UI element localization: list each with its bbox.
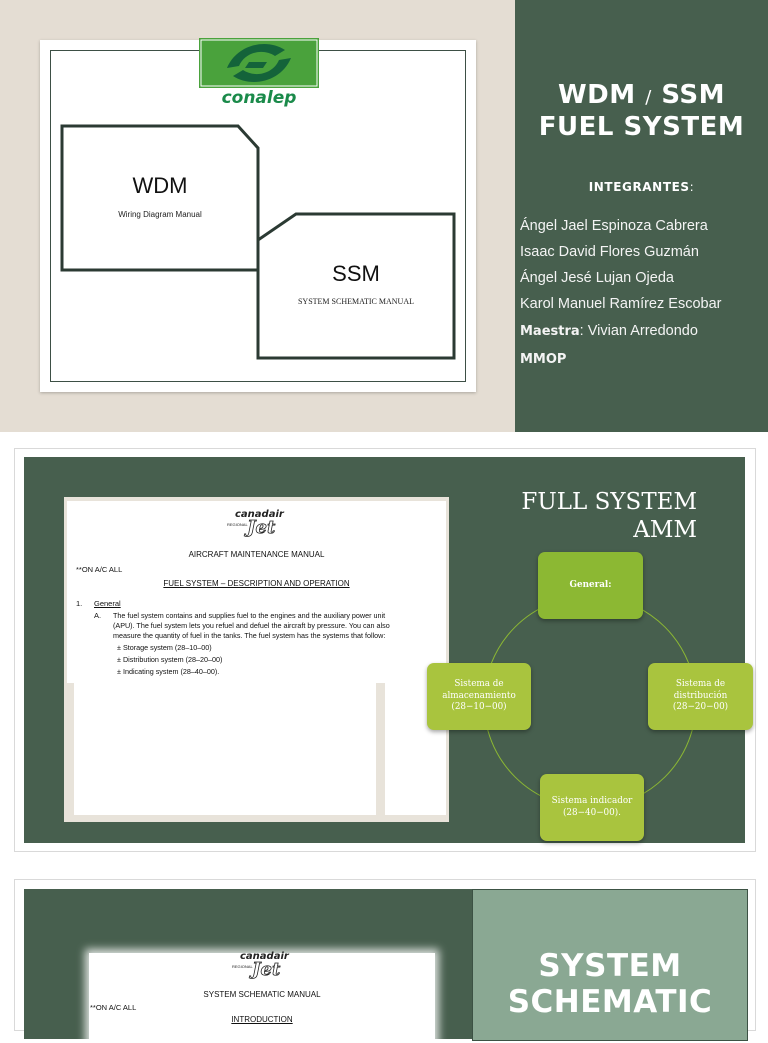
ssm-box (256, 212, 456, 360)
group-label: MMOP (520, 352, 567, 367)
presentation-title-line1: WDM / SSM (515, 80, 768, 110)
integrantes-colon: : (689, 180, 695, 194)
brand-script: Jet (247, 517, 276, 539)
member-name: Ángel Jael Espinoza Cabrera (520, 218, 708, 234)
manual-header: AIRCRAFT MAINTENANCE MANUAL (188, 550, 325, 559)
brand-script: Jet (252, 959, 281, 981)
canadair-logo: canadair REGIONAL Jet (227, 509, 297, 541)
member-name: Ángel Jesé Lujan Ojeda (520, 270, 674, 286)
slide-title-line1: SYSTEM (538, 948, 682, 984)
title-separator: / (645, 87, 652, 108)
wdm-title: WDM (132, 173, 188, 198)
paragraph-line: The fuel system contains and supplies fu… (113, 611, 386, 620)
sub-letter: A. (94, 611, 102, 620)
teacher-line: Maestra: Vivian Arredondo (520, 323, 698, 339)
ssm-title: SSM (332, 261, 380, 286)
title-ssm: SSM (661, 80, 725, 110)
document-page: canadair REGIONAL Jet AIRCRAFT MAINTENAN… (67, 501, 446, 683)
bullet-item: ± Storage system (28–10–00) (117, 643, 212, 652)
integrantes-label: INTEGRANTES (588, 180, 690, 194)
conalep-logo: conalep (197, 38, 321, 116)
title-panel: WDM / SSM FUEL SYSTEM INTEGRANTES: Ángel… (515, 0, 768, 432)
applicability-line: **ON A/C ALL (90, 1003, 137, 1012)
applicability-line: **ON A/C ALL (76, 565, 123, 574)
section-title: FUEL SYSTEM – DESCRIPTION AND OPERATION (163, 579, 350, 588)
canadair-logo: canadair REGIONAL Jet (232, 951, 302, 983)
document-page-lower (74, 683, 376, 815)
amm-document-image: canadair REGIONAL Jet AIRCRAFT MAINTENAN… (64, 497, 449, 822)
paragraph-line: (APU). The fuel system lets you refuel a… (113, 621, 390, 630)
title-slide[interactable]: conalep WDM Wiring Diagram Manual SSM SY… (0, 0, 768, 432)
member-name: Karol Manuel Ramírez Escobar (520, 296, 722, 312)
slide-title-line2: SCHEMATIC (507, 984, 713, 1020)
presentation-title-line2: FUEL SYSTEM (538, 112, 745, 142)
bullet-text: Storage system (28–10–00) (122, 643, 212, 652)
manual-header: SYSTEM SCHEMATIC MANUAL (203, 990, 321, 999)
teacher-name: : Vivian Arredondo (579, 323, 698, 339)
paragraph-line: measure the quantity of fuel in the tank… (113, 631, 386, 640)
member-name: Isaac David Flores Guzmán (520, 244, 699, 260)
wdm-box (60, 124, 260, 272)
amm-slide[interactable]: canadair REGIONAL Jet AIRCRAFT MAINTENAN… (14, 448, 756, 852)
cycle-node-indicating: Sistema indicador (28−40−00). (540, 774, 644, 841)
title-wdm: WDM (558, 80, 636, 110)
bullet-item: ± Distribution system (28–20–00) (117, 655, 223, 664)
group-line: MMOP (520, 351, 566, 367)
cycle-node-general: General: (538, 552, 643, 619)
slide-title-line2: AMM (633, 517, 697, 543)
ssm-document-image: canadair REGIONAL Jet SYSTEM SCHEMATIC M… (89, 951, 435, 1043)
slide-background: canadair REGIONAL Jet AIRCRAFT MAINTENAN… (24, 457, 753, 843)
integrantes-heading: INTEGRANTES: (515, 180, 768, 194)
section-title: INTRODUCTION (231, 1015, 293, 1024)
item-number: 1. (76, 599, 83, 608)
bullet-item: ± Indicating system (28–40–00). (117, 667, 220, 676)
conalep-emblem-icon (199, 38, 319, 88)
logo-text: conalep (221, 88, 297, 108)
slide-title-line1: FULL SYSTEM (521, 489, 697, 515)
teacher-label: Maestra (520, 324, 580, 339)
slide-title-box: SYSTEM SCHEMATIC (472, 889, 748, 1041)
bullet-text: Indicating system (28–40–00). (122, 667, 220, 676)
item-heading: General (94, 599, 121, 608)
manual-diagram-card: conalep WDM Wiring Diagram Manual SSM SY… (40, 38, 476, 392)
ssm-subtitle: SYSTEM SCHEMATIC MANUAL (297, 297, 414, 306)
brand-sub: REGIONAL (227, 522, 248, 527)
ssm-slide[interactable]: canadair REGIONAL Jet SYSTEM SCHEMATIC M… (14, 879, 756, 1043)
wdm-subtitle: Wiring Diagram Manual (118, 210, 202, 219)
brand-sub: REGIONAL (232, 964, 253, 969)
brand-name: canadair (240, 951, 289, 962)
cycle-node-storage: Sistema de almacenamiento (28−10−00) (427, 663, 531, 730)
manual-boxes-diagram (60, 124, 456, 360)
brand-name: canadair (235, 509, 284, 520)
bullet-text: Distribution system (28–20–00) (122, 655, 223, 664)
cycle-node-distribution: Sistema de distribución (28−20−00) (648, 663, 753, 730)
